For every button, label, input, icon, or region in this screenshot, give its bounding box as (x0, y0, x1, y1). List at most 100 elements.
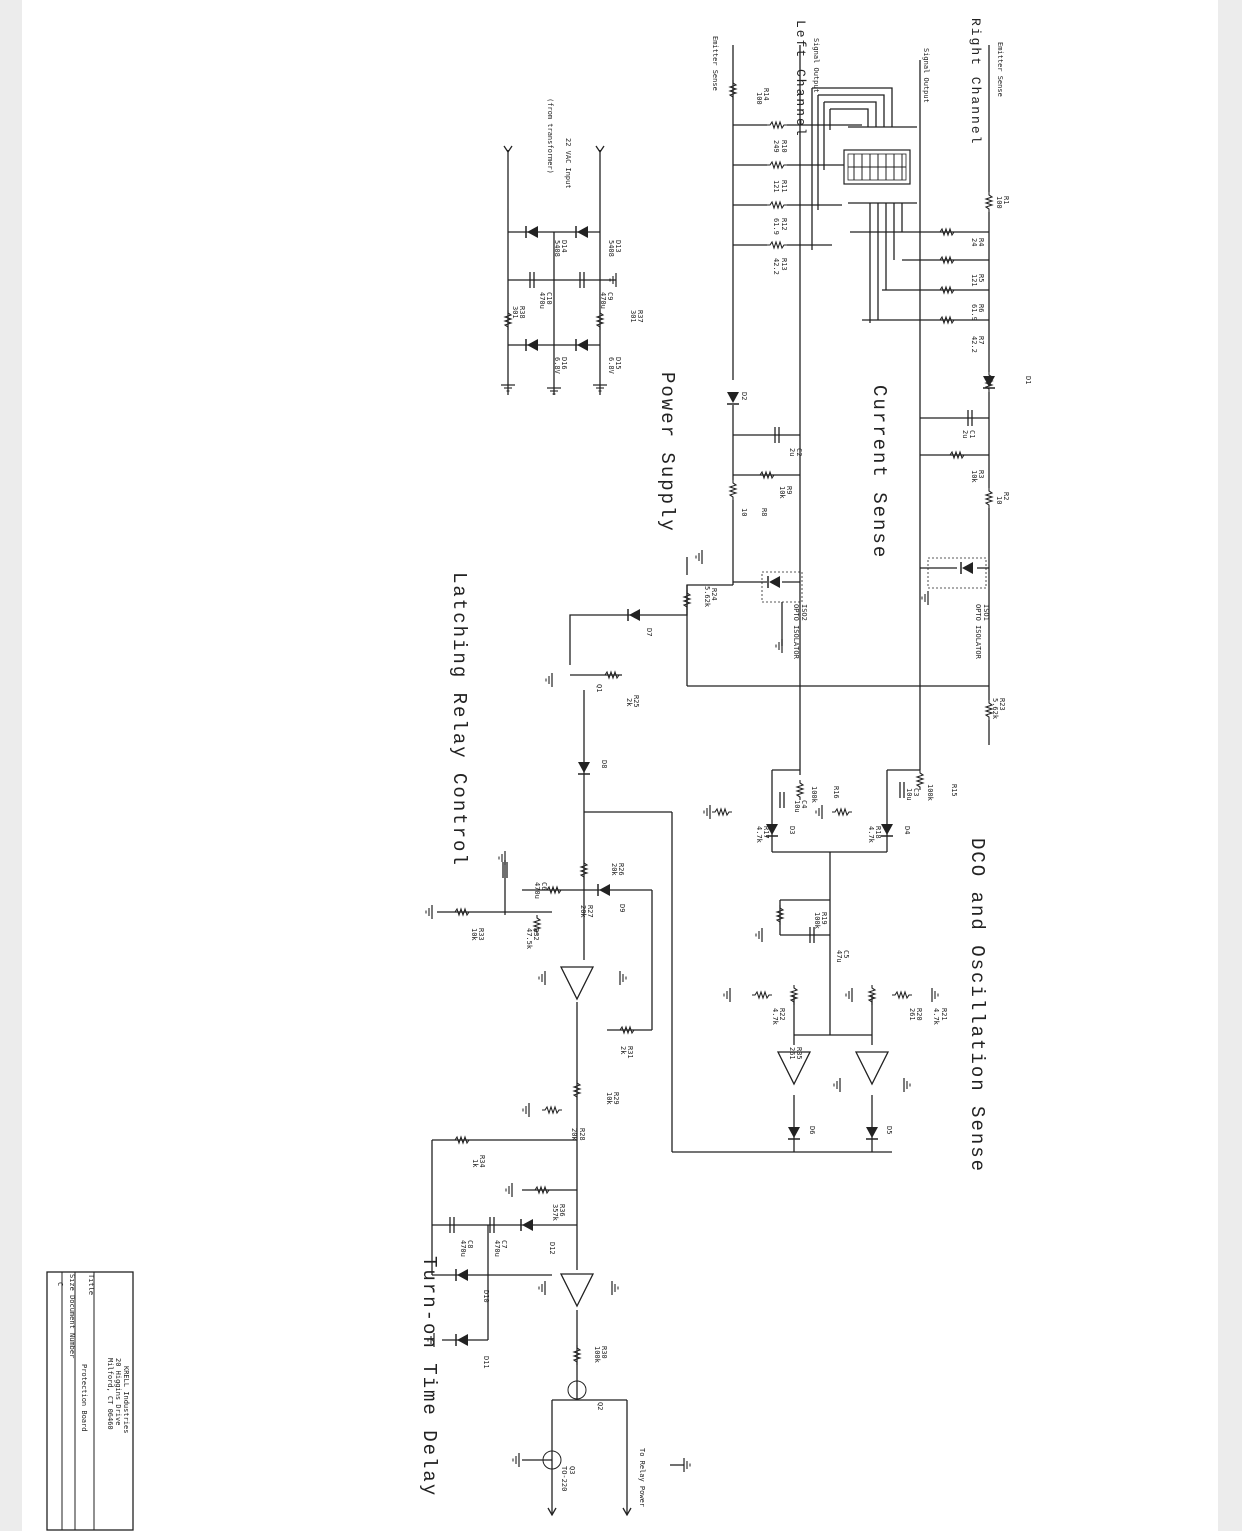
label-d5: D5 (885, 1126, 893, 1134)
label-d16: D16 (560, 357, 568, 370)
label-r34: R34 (478, 1155, 486, 1168)
label-r3: R3 (977, 470, 985, 478)
label-r34v: 1k (471, 1159, 479, 1168)
label-r23v: 5.62k (991, 698, 999, 720)
label-signal-output-r: Signal Output (922, 48, 930, 103)
label-r19: R19 (820, 912, 828, 925)
label-d9: D9 (618, 904, 626, 912)
label-d7: D7 (645, 628, 653, 636)
label-emitter-sense-r: Emitter Sense (996, 42, 1004, 97)
label-c3v: 10u (905, 788, 913, 801)
label-c9v: 470u (599, 292, 607, 309)
label-c10v: 470u (538, 292, 546, 309)
label-r13: R13 (780, 258, 788, 271)
label-c9: C9 (606, 292, 614, 300)
label-c4v: 10u (793, 800, 801, 813)
label-r21: R21 (940, 1008, 948, 1021)
label-r2: R2 (1002, 492, 1010, 500)
label-r29v: 10k (605, 1092, 613, 1105)
label-d4: D4 (903, 826, 911, 834)
label-r24v: 5.62k (703, 586, 711, 608)
label-r29: R29 (612, 1092, 620, 1105)
label-r13v: 42.2 (772, 258, 780, 275)
label-c1: C1 (968, 430, 976, 438)
label-r16: R16 (832, 786, 840, 799)
label-r23: R23 (998, 698, 1006, 711)
tb-size: C (56, 1282, 64, 1286)
label-r3v: 10k (970, 470, 978, 483)
label-c5v: 47u (835, 950, 843, 963)
label-d12: D12 (548, 1242, 556, 1255)
tb-city: Milford, CT 06460 (106, 1358, 114, 1430)
label-c5: C5 (842, 950, 850, 958)
component-labels: R1100R210R310kR424R5121R661.9R742.2R810R… (459, 88, 1032, 1491)
label-q1: Q1 (595, 684, 603, 692)
label-r18v: 4.7k (867, 826, 875, 844)
label-emitter-sense-l: Emitter Sense (711, 36, 719, 91)
label-r21v: 4.7k (932, 1008, 940, 1026)
transistor-q3 (542, 1450, 562, 1470)
label-to-relay-power: To Relay Power (638, 1448, 646, 1507)
label-c8v: 470u (459, 1240, 467, 1257)
label-r14: R14 (762, 88, 770, 101)
label-d14v: 5408 (553, 240, 561, 257)
label-r18: R18 (874, 826, 882, 839)
label-r26v: 20k (610, 863, 618, 876)
label-d15: D15 (614, 357, 622, 370)
label-d6: D6 (808, 1126, 816, 1134)
turn-on-delay-circuit (431, 1139, 628, 1515)
tb-company: KRELL Industries (122, 1366, 130, 1433)
label-r15v: 100k (926, 784, 934, 802)
section-power-supply: Power Supply (656, 372, 678, 533)
label-vac-input: 22 VAC Input (564, 138, 572, 189)
label-r30: R30 (600, 1346, 608, 1359)
label-r17: R17 (762, 826, 770, 839)
label-r2v: 10 (995, 496, 1003, 504)
label-r24: R24 (710, 588, 718, 601)
label-r9: R9 (785, 486, 793, 494)
label-r27: R27 (586, 905, 594, 918)
label-r28v: 20k (570, 1128, 578, 1141)
section-current-sense: Current Sense (868, 385, 890, 559)
label-r28: R28 (578, 1128, 586, 1141)
label-r20v: 261 (908, 1008, 916, 1021)
label-r25v: 2k (625, 698, 633, 707)
label-d10: D10 (482, 1290, 490, 1303)
label-r7: R7 (977, 336, 985, 344)
label-r1: R1 (1002, 196, 1010, 204)
label-c6: C6 (540, 882, 548, 890)
label-c7: C7 (500, 1240, 508, 1248)
current-sense-circuit (732, 45, 990, 770)
label-iso1v: OPTO ISOLATOR (974, 604, 982, 660)
label-r31: R31 (626, 1046, 634, 1059)
opto-isolator-1 (927, 557, 987, 589)
label-r22v: 4.7k (771, 1008, 779, 1026)
label-r33: R33 (477, 928, 485, 941)
label-c6v: 470u (533, 882, 541, 899)
label-d15v: 6.8V (607, 357, 615, 375)
label-iso1: ISO1 (982, 604, 990, 621)
transistor-q2 (567, 1380, 587, 1400)
label-r4v: 24 (970, 238, 978, 246)
label-r4: R4 (977, 238, 985, 246)
label-q3v: TO-220 (560, 1466, 568, 1491)
label-r8v: 10 (740, 508, 748, 516)
label-r26: R26 (617, 863, 625, 876)
label-r9v: 10k (778, 486, 786, 499)
label-r20: R20 (915, 1008, 923, 1021)
label-r33v: 10k (470, 928, 478, 941)
label-r12v: 61.9 (772, 218, 780, 235)
label-d13: D13 (614, 240, 622, 253)
label-r22: R22 (778, 1008, 786, 1021)
label-r38: R38 (518, 306, 526, 319)
label-signal-output-l: Signal Output (812, 38, 820, 93)
label-d2: D2 (740, 392, 748, 400)
label-r6: R6 (977, 304, 985, 312)
label-r27v: 20k (579, 905, 587, 918)
title-block: KRELL Industries 20 Higgins Drive Milfor… (46, 1271, 134, 1531)
label-r15: R15 (950, 784, 958, 797)
label-r10v: 249 (772, 140, 780, 153)
label-c7v: 470u (493, 1240, 501, 1257)
label-r35: R35 (795, 1047, 803, 1060)
label-r36: R36 (558, 1204, 566, 1217)
